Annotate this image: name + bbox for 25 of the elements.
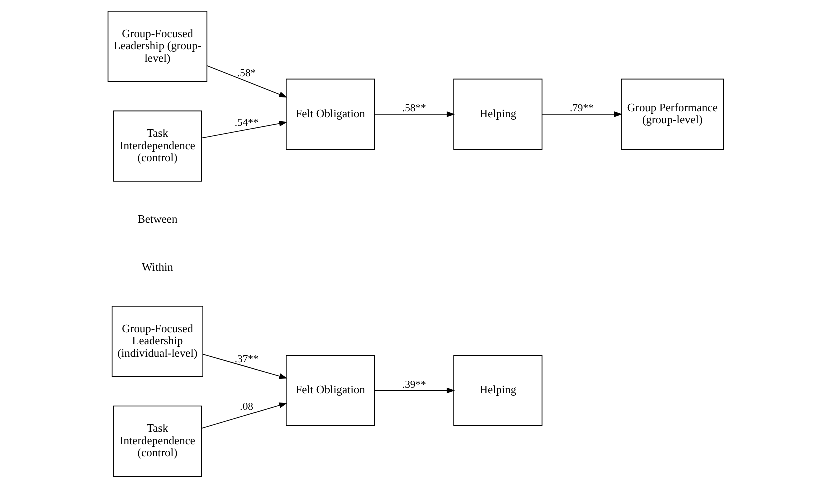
arrow [202, 354, 288, 380]
edge-label: .79** [569, 104, 594, 115]
node-box: Group-Focused Leadership (group-level) [107, 11, 208, 82]
node-box: Felt Obligation [286, 355, 375, 426]
node-box: Helping [453, 355, 542, 426]
edge-label: .39** [402, 380, 426, 391]
arrow [201, 402, 288, 429]
edge-label: .54** [234, 118, 258, 130]
edge-label: .37** [234, 354, 258, 366]
arrow [206, 66, 288, 98]
node-box: Group Performance (group-level) [620, 78, 724, 150]
arrow [374, 388, 455, 394]
edge-label: .58* [237, 68, 256, 80]
label: Between [137, 214, 178, 226]
node-box: Group-Focused Leadership (individual-level) [111, 306, 203, 378]
node-box: Felt Obligation [286, 78, 375, 150]
edge-label: .08 [240, 402, 253, 413]
arrow [374, 112, 455, 118]
arrow [541, 112, 622, 118]
node-box: Task Interdependence (control) [112, 110, 202, 182]
node-box: Helping [453, 78, 542, 150]
node-box: Task Interdependence (control) [112, 406, 202, 477]
edge-label: .58** [402, 104, 426, 115]
label: Within [142, 262, 173, 274]
arrow [201, 120, 288, 139]
